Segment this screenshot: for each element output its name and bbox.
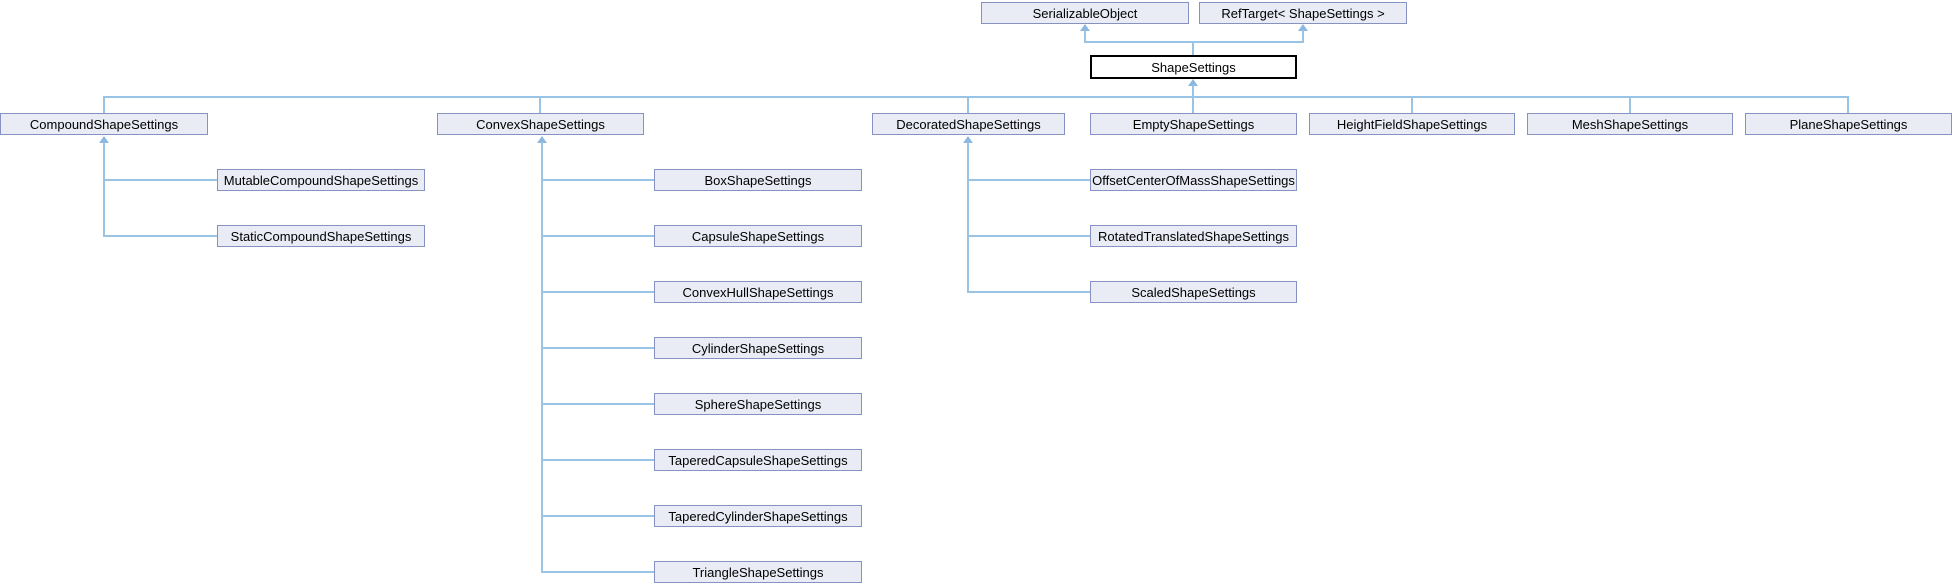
- node-convexshapesettings[interactable]: ConvexShapeSettings: [437, 113, 644, 135]
- arrow-up-icon: [1298, 24, 1308, 31]
- edge-branch-triangle: [541, 571, 654, 573]
- arrow-up-icon: [99, 136, 109, 143]
- edge-branch-taperedcapsule: [541, 459, 654, 461]
- edge-stub-decorated: [967, 98, 969, 113]
- edge-children-horizontal: [103, 96, 1849, 98]
- node-heightfieldshapesettings[interactable]: HeightFieldShapeSettings: [1309, 113, 1515, 135]
- node-sphereshapesettings[interactable]: SphereShapeSettings: [654, 393, 862, 415]
- node-cylindershapesettings[interactable]: CylinderShapeSettings: [654, 337, 862, 359]
- node-serializableobject[interactable]: SerializableObject: [981, 2, 1189, 24]
- edge-branch-taperedcylinder: [541, 515, 654, 517]
- edge-branch-staticcompound: [103, 235, 217, 237]
- edge-branch-box: [541, 179, 654, 181]
- arrow-up-icon: [1188, 79, 1198, 86]
- arrow-up-icon: [537, 136, 547, 143]
- edge-stub-plane: [1847, 98, 1849, 113]
- edge-shapesettings-serializableobject: [1084, 30, 1086, 43]
- edge-convex-trunk: [541, 142, 543, 573]
- node-emptyshapesettings[interactable]: EmptyShapeSettings: [1090, 113, 1297, 135]
- node-taperedcylindershapesettings[interactable]: TaperedCylinderShapeSettings: [654, 505, 862, 527]
- node-offsetcenterofmassshapesettings[interactable]: OffsetCenterOfMassShapeSettings: [1090, 169, 1297, 191]
- edge-branch-scaled: [967, 291, 1090, 293]
- edge-branch-convexhull: [541, 291, 654, 293]
- edge-stub-compound: [103, 98, 105, 113]
- node-mutablecompoundshapesettings[interactable]: MutableCompoundShapeSettings: [217, 169, 425, 191]
- node-triangleshapesettings[interactable]: TriangleShapeSettings: [654, 561, 862, 583]
- node-taperedcapsuleshapesettings[interactable]: TaperedCapsuleShapeSettings: [654, 449, 862, 471]
- edge-stub-heightfield: [1411, 98, 1413, 113]
- node-convexhullshapesettings[interactable]: ConvexHullShapeSettings: [654, 281, 862, 303]
- node-rotatedtranslatedshapesettings[interactable]: RotatedTranslatedShapeSettings: [1090, 225, 1297, 247]
- edge-branch-offsetcenterofmass: [967, 179, 1090, 181]
- edge-stub-mesh: [1629, 98, 1631, 113]
- edge-children-trunk: [1192, 85, 1194, 113]
- node-planeshapesettings[interactable]: PlaneShapeSettings: [1745, 113, 1952, 135]
- edge-shapesettings-reftarget: [1302, 30, 1304, 43]
- edge-branch-capsule: [541, 235, 654, 237]
- edge-stub-convex: [539, 98, 541, 113]
- node-boxshapesettings[interactable]: BoxShapeSettings: [654, 169, 862, 191]
- node-capsuleshapesettings[interactable]: CapsuleShapeSettings: [654, 225, 862, 247]
- edge-branch-sphere: [541, 403, 654, 405]
- node-compoundshapesettings[interactable]: CompoundShapeSettings: [0, 113, 208, 135]
- arrow-up-icon: [963, 136, 973, 143]
- node-reftarget-shapesettings[interactable]: RefTarget< ShapeSettings >: [1199, 2, 1407, 24]
- edge-branch-rotatedtranslated: [967, 235, 1090, 237]
- edge-branch-cylinder: [541, 347, 654, 349]
- node-decoratedshapesettings[interactable]: DecoratedShapeSettings: [872, 113, 1065, 135]
- node-scaledshapesettings[interactable]: ScaledShapeSettings: [1090, 281, 1297, 303]
- node-shapesettings[interactable]: ShapeSettings: [1090, 55, 1297, 79]
- edge-bases-horizontal: [1084, 41, 1304, 43]
- arrow-up-icon: [1080, 24, 1090, 31]
- edge-compound-trunk: [103, 142, 105, 237]
- node-meshshapesettings[interactable]: MeshShapeSettings: [1527, 113, 1733, 135]
- edge-decorated-trunk: [967, 142, 969, 293]
- edge-branch-mutablecompound: [103, 179, 217, 181]
- edge-shapesettings-up-stub: [1192, 43, 1194, 55]
- node-staticcompoundshapesettings[interactable]: StaticCompoundShapeSettings: [217, 225, 425, 247]
